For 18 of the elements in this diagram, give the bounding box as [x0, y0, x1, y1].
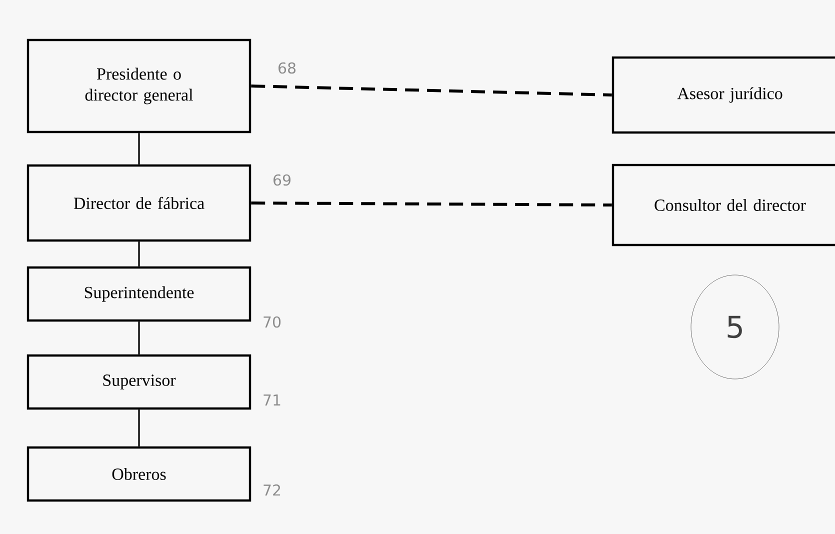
org-box: Supervisor: [26, 354, 252, 410]
org-box: Superintendente: [26, 266, 252, 322]
connector-line: [138, 242, 140, 266]
org-box: Asesor jurídico: [612, 56, 835, 134]
connector-line: [138, 133, 140, 164]
org-box: Obreros: [26, 446, 252, 502]
circled-number: 5: [690, 274, 780, 380]
connector-line: [251, 84, 612, 96]
org-box: Consultor del director: [612, 164, 835, 246]
org-box: Presidente o director general: [26, 38, 252, 134]
connector-line: [138, 410, 140, 446]
org-box: Director de fábrica: [26, 164, 252, 242]
handwritten-number: 71: [264, 394, 280, 406]
connector-line: [138, 322, 140, 354]
connector-line: [251, 202, 612, 206]
handwritten-number: 68: [278, 62, 296, 74]
handwritten-number: 69: [274, 174, 290, 186]
handwritten-number: 70: [264, 316, 281, 328]
